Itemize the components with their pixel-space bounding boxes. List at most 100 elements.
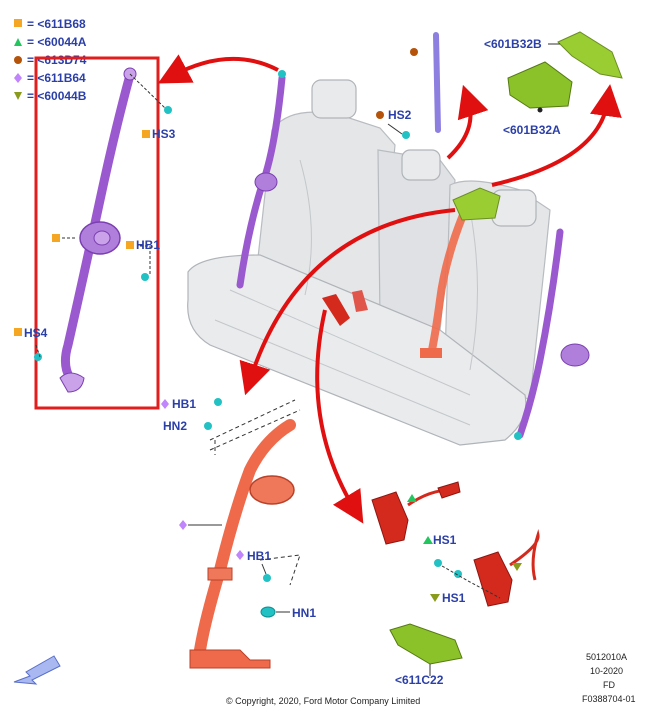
vehicle-front-arrow-icon	[13, 655, 61, 685]
callout-hn1: HN1	[292, 606, 316, 620]
retractor-left-installed	[254, 172, 278, 192]
bolt-icon	[434, 559, 442, 567]
callout-601b32a: <601B32A	[503, 123, 561, 137]
bolt-icon	[34, 353, 42, 361]
callout-hb1-lower: HB1	[247, 549, 271, 563]
buckle-upper	[371, 491, 409, 545]
legend-item-611b64: = <611B64	[14, 71, 86, 85]
callout-hb1-center: HB1	[172, 397, 196, 411]
figure-code-4: F0388704-01	[582, 694, 636, 704]
retractor-right-installed	[560, 343, 590, 367]
buckle-connector-upper	[437, 481, 461, 499]
bolt-icon	[402, 131, 410, 139]
leader-line	[261, 563, 267, 575]
triangle-down-marker-icon	[14, 92, 22, 100]
circle-marker-icon	[410, 48, 418, 56]
left-belt-assembly: HS3 HB1 HS4	[14, 67, 176, 393]
callout-601b32b: <601B32B	[484, 37, 542, 51]
red-arrows	[157, 54, 622, 524]
bolt-icon	[204, 422, 212, 430]
bolt-icon	[214, 398, 222, 406]
backrest-seam-2	[469, 209, 478, 371]
green-triangle-up-icon	[407, 494, 417, 502]
arrow-to-left-belt	[157, 54, 279, 84]
legend-item-613d74: = <613D74	[14, 53, 87, 67]
diamond-marker-icon	[161, 399, 169, 409]
legend-label: = <611B64	[27, 71, 86, 85]
legend-label: = <60044B	[27, 89, 87, 103]
callout-hn2: HN2	[163, 419, 187, 433]
legend-item-60044b: = <60044B	[14, 89, 87, 103]
trim-601b32a	[507, 61, 573, 109]
highlight-box	[34, 56, 160, 410]
cushion-seam-1	[229, 289, 471, 396]
bolt-icon	[537, 107, 543, 113]
buckle-lower	[473, 551, 513, 607]
square-marker-icon	[14, 19, 22, 27]
retractor-hub	[93, 230, 111, 246]
legend: = <611B68 = <60044A = <613D74 = <611B64 …	[14, 17, 87, 103]
leader-line	[441, 565, 501, 599]
upper-center-callouts: HS2 <601B32B <601B32A	[376, 37, 561, 137]
callout-hs3: HS3	[152, 127, 176, 141]
retractor-center	[249, 475, 295, 505]
bolt-icon	[263, 574, 271, 582]
headrest-left	[311, 79, 357, 119]
arrow-to-trim-a	[491, 84, 622, 187]
legend-item-60044a: = <60044A	[14, 35, 87, 49]
legend-label: = <611B68	[27, 17, 86, 31]
callout-hs1-lower: HS1	[442, 591, 466, 605]
bolt-icon	[164, 106, 172, 114]
lower-anchor	[59, 372, 85, 393]
circle-marker-icon	[376, 111, 384, 119]
green-triangle-up-icon	[423, 536, 433, 544]
headrest-center	[401, 149, 441, 181]
square-marker-icon	[142, 130, 150, 138]
belt-center-installed	[428, 211, 467, 354]
diamond-marker-icon	[179, 520, 187, 530]
buckle-installed	[322, 294, 350, 326]
legend-label: = <60044A	[27, 35, 87, 49]
callout-611c22: <611C22	[395, 673, 444, 687]
arrow-to-center-belt	[239, 208, 456, 396]
belt-right-installed	[516, 228, 564, 439]
figure-code-1: 5012010A	[586, 652, 627, 662]
bolt-icon	[141, 273, 149, 281]
center-belt-assembly: HB1 HN2 HB1 HN1	[161, 397, 316, 669]
mounting-frame	[209, 399, 301, 586]
circle-marker-icon	[14, 56, 22, 64]
arrow-to-upper-belt	[446, 84, 489, 160]
green-trim-parts	[452, 31, 623, 221]
belt-webbing-center	[194, 419, 296, 656]
installed-orange-belts	[322, 211, 467, 358]
footer: 5012010A 10-2020 FD F0388704-01 © Copyri…	[226, 652, 636, 706]
leader-line	[387, 123, 403, 135]
olive-triangle-down-icon	[512, 563, 522, 571]
arrow-to-buckles	[315, 309, 364, 524]
bolt-icon	[278, 70, 286, 78]
callout-hb1-left: HB1	[136, 238, 160, 252]
callout-hs1-upper: HS1	[433, 533, 457, 547]
callout-hs4: HS4	[24, 326, 48, 340]
buckle-assemblies: HS1 HS1	[371, 481, 540, 607]
diamond-marker-icon	[14, 73, 22, 83]
copyright: © Copyright, 2020, Ford Motor Company Li…	[226, 696, 420, 706]
square-marker-icon	[14, 328, 22, 336]
leader-line	[35, 73, 166, 358]
installed-purple-belts	[236, 32, 590, 440]
buckle-installed-2	[352, 290, 368, 312]
triangle-up-marker-icon	[14, 38, 22, 46]
buckle-cable-lower	[509, 534, 540, 581]
belt-base-anchor	[189, 649, 271, 669]
nut-icon	[260, 606, 276, 618]
square-marker-icon	[52, 234, 60, 242]
legend-item-611b68: = <611B68	[14, 17, 86, 31]
center-belt-anchor	[420, 348, 442, 358]
trim-611c22-group: <611C22	[389, 623, 463, 687]
belt-guide	[207, 567, 233, 581]
diamond-marker-icon	[236, 550, 244, 560]
square-marker-icon	[126, 241, 134, 249]
cushion-seam-2	[214, 319, 471, 426]
bolt-icon	[514, 432, 522, 440]
